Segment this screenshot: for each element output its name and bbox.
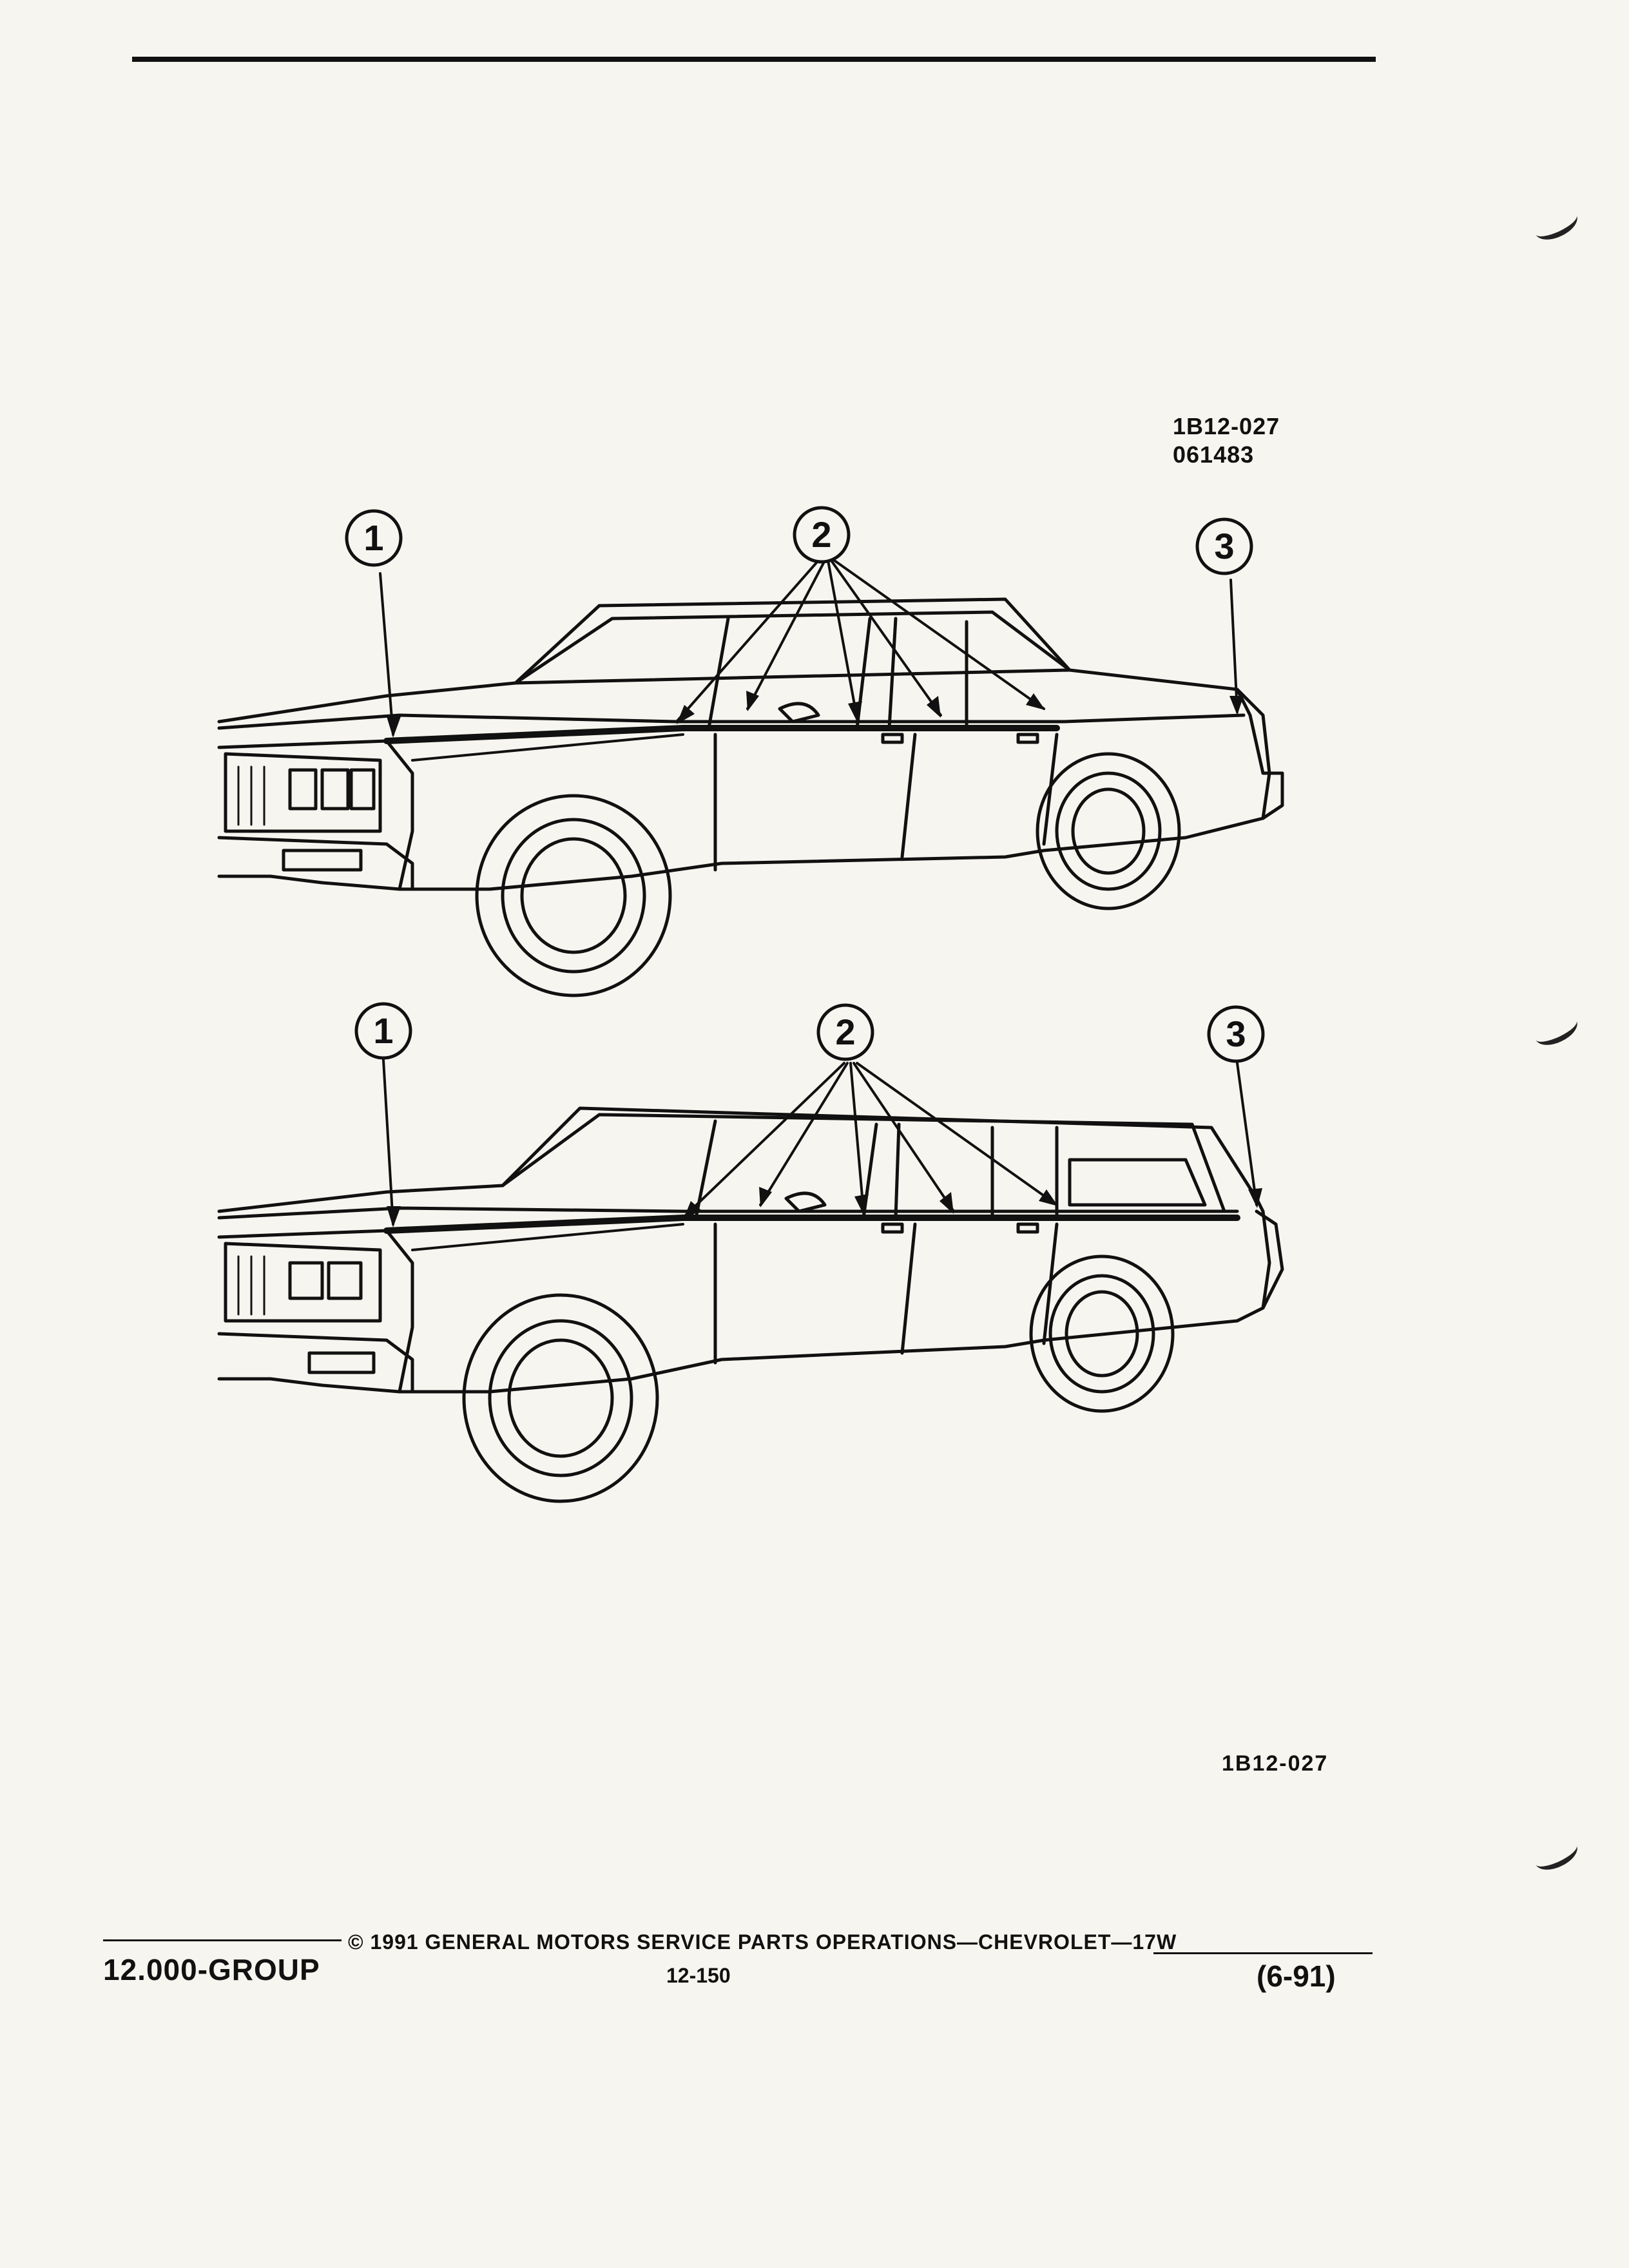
figure-ref-date: 061483	[1173, 441, 1255, 468]
footer-rule-left	[103, 1939, 342, 1941]
figure-reference-bottom: 1B12-027	[1222, 1751, 1329, 1776]
top-rule	[132, 57, 1376, 62]
footer-page-number: 12-150	[666, 1964, 731, 1987]
figure-ref-code: 1B12-027	[1173, 413, 1280, 439]
sedan-illustration	[217, 506, 1284, 997]
wagon-callout-2: 2	[835, 1012, 855, 1052]
figure-reference-top: 1B12-027 061483	[1173, 412, 1280, 469]
sedan-callout-2: 2	[811, 514, 831, 555]
sedan-callout-3: 3	[1214, 526, 1234, 566]
wagon-callout-3: 3	[1226, 1014, 1246, 1054]
footer-date-code: (6-91)	[1257, 1959, 1336, 1993]
wagon-callout-1: 1	[373, 1010, 393, 1051]
footer-copyright: © 1991 GENERAL MOTORS SERVICE PARTS OPER…	[348, 1930, 1177, 1954]
sedan-callout-1: 1	[363, 517, 383, 558]
wagon-illustration	[217, 1002, 1284, 1503]
footer-group-label: 12.000-GROUP	[103, 1953, 320, 1986]
footer-rule-right	[1153, 1952, 1373, 1954]
